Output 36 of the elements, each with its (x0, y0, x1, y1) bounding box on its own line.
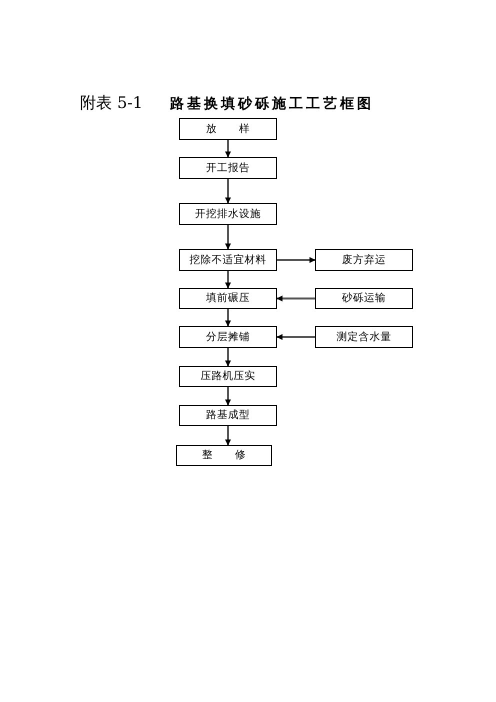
diagram-title: 附表 5-1 路基换填砂砾施工工艺框图 (80, 92, 374, 114)
process-box (315, 288, 413, 309)
arrow (276, 296, 315, 302)
process-box (179, 288, 277, 309)
arrow (225, 387, 231, 406)
arrow (276, 334, 315, 340)
process-box (315, 249, 413, 271)
step-text: 放 样 (206, 122, 250, 136)
step-text: 测定含水量 (336, 330, 392, 344)
step-text: 砂砾运输 (342, 292, 386, 305)
arrow (277, 257, 316, 263)
process-box (179, 249, 277, 271)
step-text: 路基成型 (206, 409, 250, 422)
arrow (225, 309, 231, 326)
process-box (179, 157, 277, 179)
step-text: 整 修 (202, 449, 246, 462)
step-text: 开工报告 (206, 162, 250, 174)
process-box (179, 405, 277, 426)
arrow (225, 179, 231, 204)
step-text: 废方弃运 (342, 254, 386, 266)
process-box (176, 445, 272, 466)
step-text: 压路机压实 (200, 370, 256, 383)
process-box (315, 326, 413, 348)
step-text: 开挖排水设施 (195, 208, 261, 220)
process-box (179, 326, 277, 348)
process-box (179, 118, 277, 140)
arrow (225, 140, 231, 158)
step-text: 分层摊铺 (206, 330, 250, 344)
process-box (179, 203, 277, 225)
step-text: 挖除不适宜材料 (190, 254, 266, 266)
arrow (225, 225, 231, 250)
arrow (225, 271, 231, 288)
arrow (225, 426, 231, 446)
arrow (225, 348, 231, 366)
process-box (179, 366, 277, 387)
step-text: 填前碾压 (206, 292, 250, 305)
